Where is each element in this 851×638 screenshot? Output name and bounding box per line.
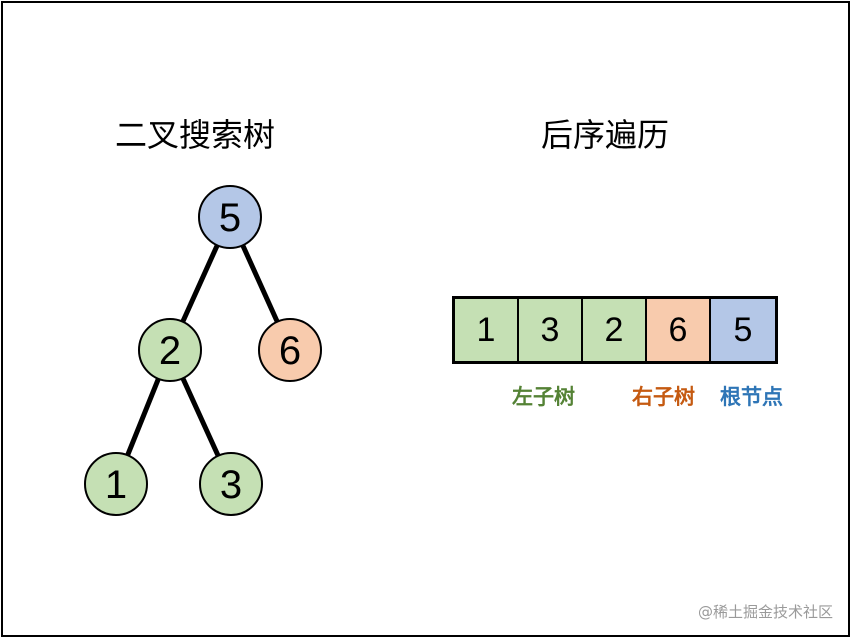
postorder-title: 后序遍历 — [541, 116, 670, 154]
tree-node-value: 5 — [219, 196, 241, 240]
tree-node-2: 2 — [138, 318, 202, 382]
bst-title: 二叉搜索树 — [115, 116, 276, 154]
tree-node-6: 6 — [258, 318, 322, 382]
tree-node-circle — [199, 452, 263, 516]
tree-node-value: 6 — [279, 329, 301, 373]
tree-node-1: 1 — [84, 452, 148, 516]
left-subtree-label: 左子树 — [512, 385, 575, 409]
postorder-cell: 5 — [711, 299, 775, 361]
tree-node-circle — [258, 318, 322, 382]
root-node-label: 根节点 — [720, 385, 783, 409]
postorder-cell: 1 — [455, 299, 519, 361]
tree-node-circle — [84, 452, 148, 516]
tree-node-circle — [138, 318, 202, 382]
tree-node-value: 2 — [159, 329, 181, 373]
right-subtree-label: 右子树 — [632, 385, 695, 409]
watermark: @稀土掘金技术社区 — [697, 603, 833, 621]
postorder-cell: 6 — [647, 299, 711, 361]
tree-node-circle — [198, 185, 262, 249]
postorder-cell: 3 — [519, 299, 583, 361]
tree-node-5: 5 — [198, 185, 262, 249]
tree-node-value: 3 — [220, 463, 242, 507]
tree-node-3: 3 — [199, 452, 263, 516]
postorder-cell: 2 — [583, 299, 647, 361]
tree-node-value: 1 — [105, 463, 127, 507]
